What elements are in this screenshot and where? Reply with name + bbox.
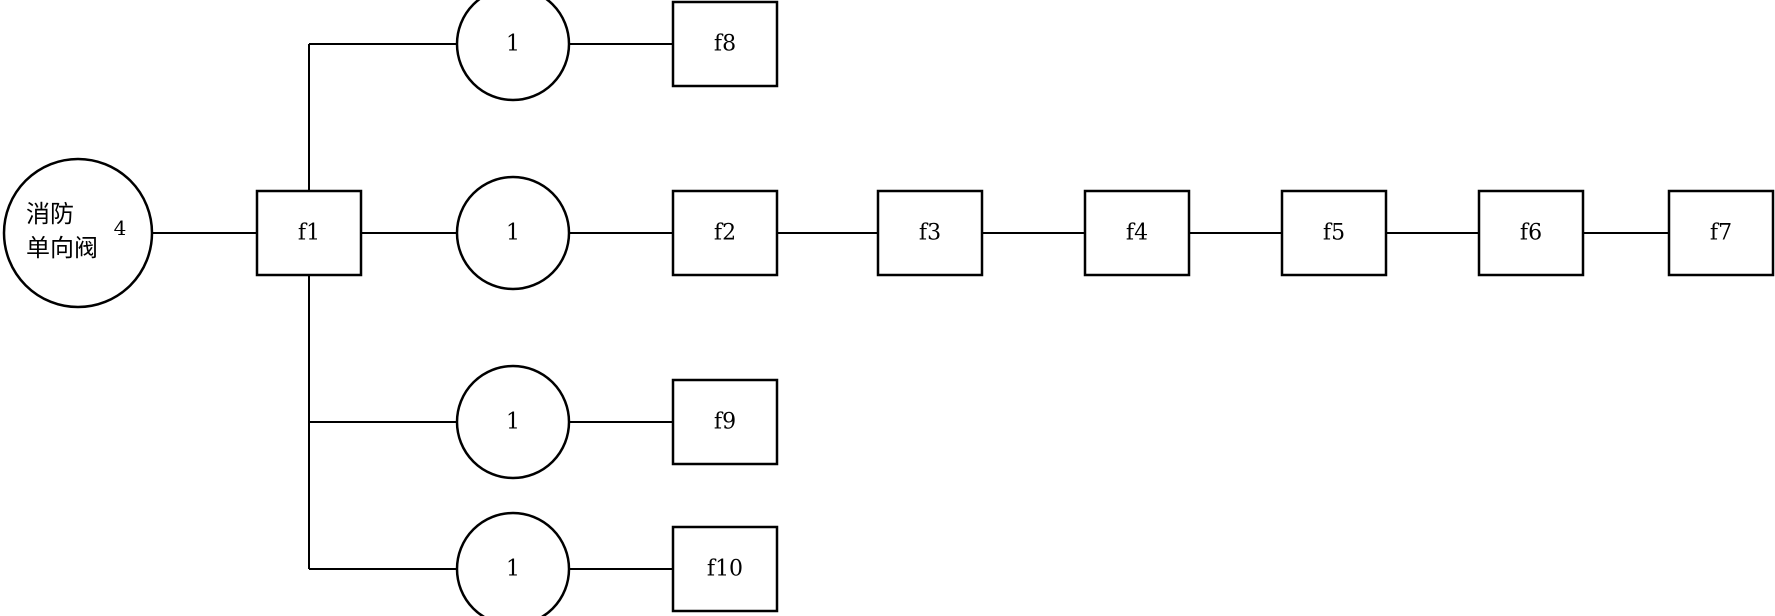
branch-end-0-box — [671, 0, 779, 88]
valve-number: 4 — [114, 216, 127, 240]
chain-0-label: f3 — [919, 221, 941, 246]
hub-box — [255, 189, 363, 277]
chain-2-label: f5 — [1323, 221, 1345, 246]
chain-1-label: f4 — [1126, 221, 1148, 246]
hub-label: f1 — [298, 221, 320, 246]
chain-4-box — [1667, 189, 1775, 277]
chain-1-box — [1083, 189, 1191, 277]
branch-end-2-label: f9 — [714, 410, 736, 435]
branch-end-1-label: f2 — [714, 221, 736, 246]
valve-label-line1: 消防 — [26, 200, 74, 228]
branch-end-3-label: f10 — [707, 557, 743, 582]
branch-node-3-label: 1 — [506, 557, 520, 582]
valve-label-line2: 单向阀 — [26, 234, 98, 262]
chain-3-box — [1477, 189, 1585, 277]
branch-end-3-box — [671, 525, 779, 613]
branch-node-2-circle — [455, 364, 571, 480]
branch-node-1-label: 1 — [506, 221, 520, 246]
branch-end-0-label: f8 — [714, 32, 736, 57]
branch-node-2-label: 1 — [506, 410, 520, 435]
connector-lines — [152, 43, 1669, 570]
branch-end-2-box — [671, 378, 779, 466]
chain-4-label: f7 — [1710, 221, 1732, 246]
branch-node-0-circle — [455, 0, 571, 102]
branch-node-0-label: 1 — [506, 32, 520, 57]
check-valve-circle — [2, 157, 154, 309]
branch-node-3-circle — [455, 511, 571, 616]
branch-end-1-box — [671, 189, 779, 277]
chain-3-label: f6 — [1520, 221, 1542, 246]
chain-0-box — [876, 189, 984, 277]
branch-node-1-circle — [455, 175, 571, 291]
chain-2-box — [1280, 189, 1388, 277]
